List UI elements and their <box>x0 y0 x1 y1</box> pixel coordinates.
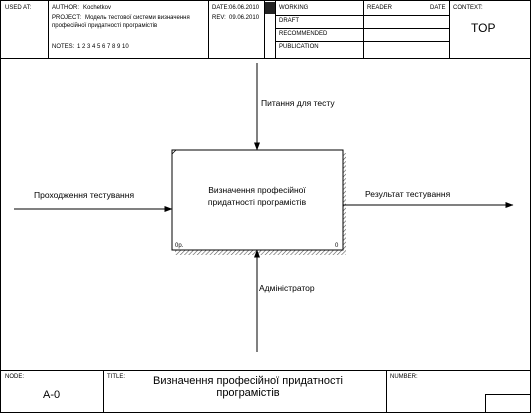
date-value: 06.06.2010 <box>229 5 260 11</box>
header-divider <box>48 1 49 58</box>
node-label: NODE: <box>5 374 25 380</box>
number-label: NUMBER: <box>390 374 418 380</box>
date-label: DATE: <box>212 5 230 11</box>
working-status-marker <box>265 2 275 14</box>
node-value: A-0 <box>43 389 61 401</box>
header-divider <box>275 1 276 58</box>
project-label: PROJECT: <box>52 15 82 21</box>
author-value: Kochetkov <box>83 5 112 11</box>
context-label: CONTEXT: <box>453 5 483 11</box>
header-divider <box>363 1 364 58</box>
header-divider <box>264 1 265 58</box>
status-draft: DRAFT <box>279 18 299 24</box>
box-corner-tick <box>171 149 177 155</box>
header-divider <box>449 1 450 58</box>
output-arrow-label: Результат тестування <box>365 189 451 199</box>
header-divider <box>208 1 209 58</box>
control-arrow-label: Питання для тесту <box>261 98 335 108</box>
rev-label: REV: <box>212 15 226 21</box>
project-name-line2: професійної придатності програмістів <box>52 23 158 29</box>
activity-name-line1: Визначення професійної <box>208 185 306 195</box>
notes-value: 1 2 3 4 5 6 7 8 9 10 <box>77 44 129 50</box>
title-label: TITLE: <box>107 374 126 380</box>
activity-cost: 0р. <box>175 243 184 249</box>
input-arrow-label: Проходження тестування <box>34 190 134 200</box>
header-row-divider <box>275 28 449 29</box>
header-row-divider <box>275 15 449 16</box>
reader-label: READER <box>367 5 393 11</box>
diagram-title: Визначення професійної придатності прогр… <box>113 375 383 399</box>
author-label: AUTHOR: <box>52 5 79 11</box>
status-publication: PUBLICATION <box>279 44 319 50</box>
diagram-title-line1: Визначення професійної придатності <box>153 375 343 387</box>
status-recommended: RECOMMENDED <box>279 31 328 37</box>
footer-top-border <box>1 370 530 371</box>
mechanism-arrow-label: Адміністратор <box>259 283 315 293</box>
rev-value: 09.06.2010 <box>229 15 260 21</box>
reader-date-label: DATE <box>430 5 446 11</box>
context-value: TOP <box>471 21 496 35</box>
activity-name-line2: придатності програмістів <box>208 197 307 207</box>
diagram-title-line2: програмістів <box>216 387 280 399</box>
status-working: WORKING <box>279 5 309 11</box>
used-at-label: USED AT: <box>5 5 32 11</box>
activity-box[interactable] <box>171 149 344 251</box>
footer-corner-box <box>485 394 530 412</box>
activity-box-number: 0 <box>335 243 339 249</box>
footer-divider <box>386 370 387 412</box>
header-row-divider <box>275 41 449 42</box>
header-bottom-border <box>1 58 530 59</box>
notes-label: NOTES: <box>52 44 75 50</box>
footer-divider <box>103 370 104 412</box>
project-name-line1: Модель тестової системи визначення <box>85 15 190 21</box>
